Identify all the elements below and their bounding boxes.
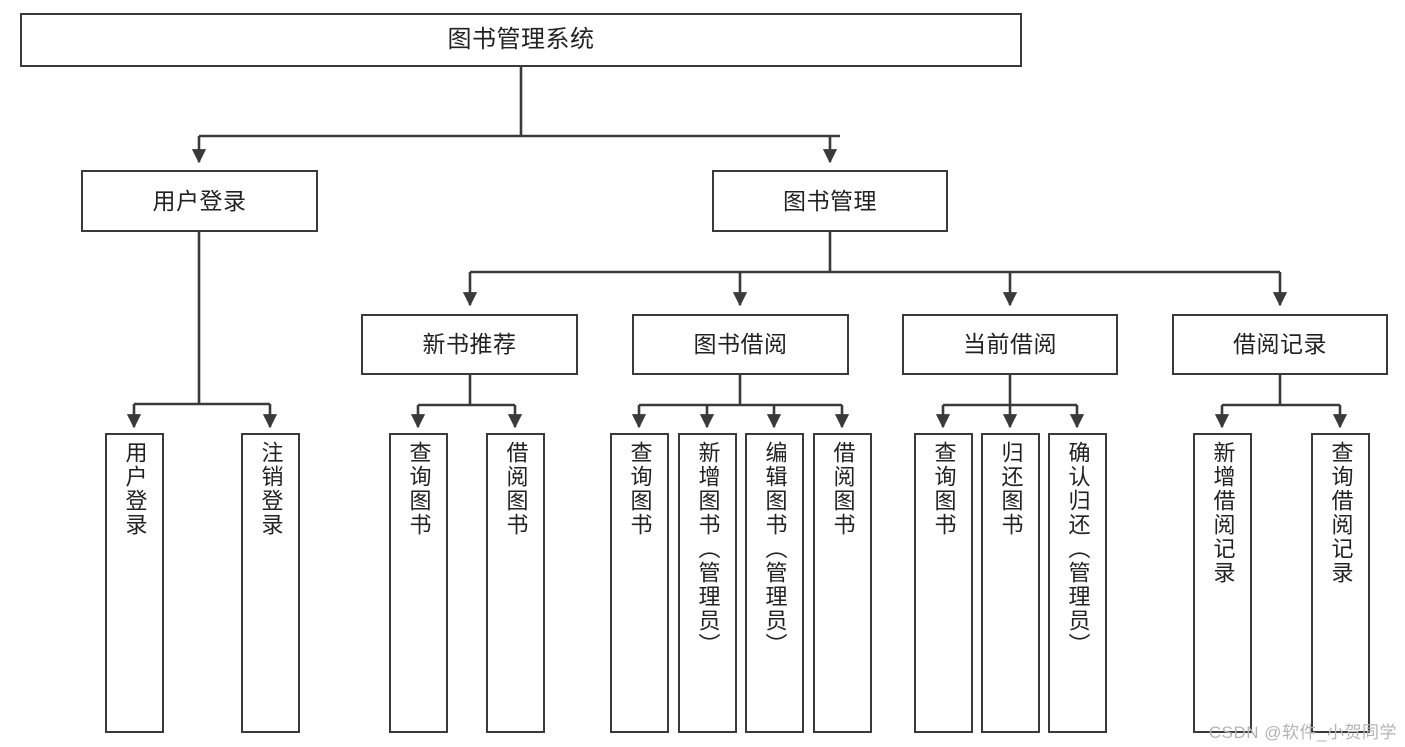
node-label: 借阅记录 — [1233, 331, 1327, 358]
leaf-add-book[interactable]: 新增图书（管理员） — [678, 433, 737, 733]
node-label: 图书管理系统 — [447, 26, 595, 54]
leaf-return-book[interactable]: 归还图书 — [981, 433, 1040, 733]
node-label: 查询图书 — [931, 441, 957, 537]
node-label: 用户登录 — [122, 441, 148, 537]
node-label: 新增图书（管理员） — [695, 441, 721, 657]
node-new-book-recommend[interactable]: 新书推荐 — [361, 314, 578, 375]
node-book-management[interactable]: 图书管理 — [712, 170, 948, 232]
node-label: 新增借阅记录 — [1210, 441, 1236, 585]
node-label: 归还图书 — [998, 441, 1024, 537]
leaf-confirm-return[interactable]: 确认归还（管理员） — [1048, 433, 1107, 733]
node-user-login[interactable]: 用户登录 — [81, 170, 318, 232]
node-label: 编辑图书（管理员） — [762, 441, 788, 657]
node-label: 当前借阅 — [963, 331, 1057, 358]
node-label: 借阅图书 — [830, 441, 856, 537]
node-borrow-record[interactable]: 借阅记录 — [1172, 314, 1388, 375]
leaf-user-login[interactable]: 用户登录 — [105, 433, 164, 733]
node-label: 查询借阅记录 — [1328, 441, 1354, 585]
leaf-borrow-book-recommend[interactable]: 借阅图书 — [486, 433, 545, 733]
node-label: 查询图书 — [406, 441, 432, 537]
leaf-query-book-recommend[interactable]: 查询图书 — [389, 433, 448, 733]
leaf-edit-book[interactable]: 编辑图书（管理员） — [745, 433, 804, 733]
node-label: 查询图书 — [627, 441, 653, 537]
node-label: 注销登录 — [258, 441, 284, 537]
node-label: 借阅图书 — [503, 441, 529, 537]
node-label: 用户登录 — [152, 187, 247, 214]
node-label: 确认归还（管理员） — [1065, 441, 1091, 657]
leaf-query-book-current[interactable]: 查询图书 — [914, 433, 973, 733]
watermark-text: CSDN @软件_小贺同学 — [1208, 723, 1397, 742]
node-root-system[interactable]: 图书管理系统 — [20, 13, 1022, 67]
leaf-add-borrow-record[interactable]: 新增借阅记录 — [1193, 433, 1252, 733]
node-current-borrow[interactable]: 当前借阅 — [902, 314, 1118, 375]
leaf-query-book-borrow[interactable]: 查询图书 — [610, 433, 669, 733]
leaf-query-borrow-record[interactable]: 查询借阅记录 — [1311, 433, 1370, 733]
node-book-borrow[interactable]: 图书借阅 — [632, 314, 849, 375]
node-label: 图书借阅 — [693, 331, 788, 358]
leaf-logout[interactable]: 注销登录 — [241, 433, 300, 733]
leaf-borrow-book[interactable]: 借阅图书 — [813, 433, 872, 733]
node-label: 新书推荐 — [422, 331, 517, 358]
node-label: 图书管理 — [783, 187, 877, 214]
